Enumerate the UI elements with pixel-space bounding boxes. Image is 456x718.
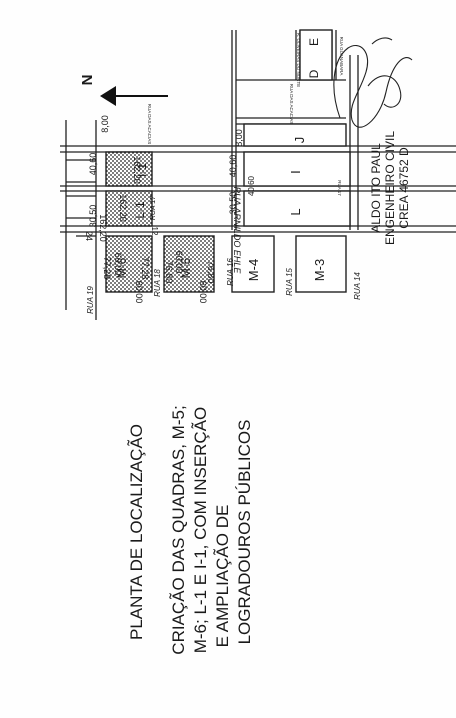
street-rua14: RUA 14 [353,272,362,300]
dim-162-20-c: 162,20 [98,214,108,242]
dim-8-00-top: 8,00 [100,115,110,133]
street-rua15: RUA 15 [285,268,294,296]
block-d-outline [299,29,333,81]
dim-m5-60-b: 60,00 [198,281,208,304]
block-i-outline [243,151,351,187]
title-block: PLANTA DE LOCALIZAÇÃO CRIAÇÃO DAS QUADRA… [127,405,254,654]
dim-40-60-b: 40,60 [228,155,238,178]
street-arnildo: RUA ARNILDO EHLE [232,187,242,275]
engineer-role: ENGENHEIRO CIVIL [383,131,397,245]
dim-m6-77-b: 77,28 [140,257,150,280]
north-arrow: N [79,75,168,106]
block-d-label: D [307,69,321,78]
block-l1-hatch [105,190,153,227]
block-m6-label: M-6 [115,257,129,278]
dim-m6-77-a: 77,28 [102,257,112,280]
block-m4-label: M-4 [246,259,261,281]
dim-m5-76-b: 76,80 [206,261,216,284]
block-i-label: I [288,170,303,174]
street-rua19: RUA 19 [86,286,95,314]
street-labels: RUA 19 RUA 18 RUA 17 RUA 16 RUA 15 RUA 1… [86,33,362,314]
title-line-2: CRIAÇÃO DAS QUADRAS, M-5; [169,405,188,654]
block-m6-hatch [105,235,153,293]
street-guanabara: RUA GUANABARA [339,37,344,76]
dim-30-50-a: 30,50 [88,205,98,228]
dim-40-60-a: 40,60 [88,153,98,176]
dimension-labels: 8,00 8,00 40,60 40,60 40,60 162,20 162,2… [84,115,256,303]
dim-162-20-a: 162,20 [132,156,142,184]
new-blocks-hatched [105,151,215,293]
dim-30-50-b: 30,50 [228,192,238,215]
block-i1-label: I-1 [135,163,149,177]
street-oliveiras: R. OLIVEIRAS DO NORTE [296,33,301,87]
dim-m5-60-a: 60,00 [174,251,184,274]
block-i1-hatch [105,151,153,187]
title-line-3: M-6; L-1 E I-1, COM INSERÇÃO [191,407,210,654]
engineer-registration: CREA 46752 D [397,147,411,229]
dim-12: 12 [150,227,159,236]
dim-8-00-mid: 8,00 [234,129,244,147]
block-m3-outline [295,235,347,293]
existing-blocks [231,29,351,293]
block-l1-label: L-1 [133,201,147,219]
dim-24: 24 [84,231,94,241]
north-label: N [79,75,96,86]
street-rua16: RUA 16 [226,258,235,286]
block-j-label: J [292,137,307,144]
block-labels: M-6 M-5 M-4 M-3 L-1 I-1 L I J D E [115,38,327,281]
engineer-credentials: ALDO ITO PAUL ENGENHEIRO CIVIL CREA 4675… [369,131,411,245]
dim-162-20-b: 162,20 [118,194,128,222]
engineer-name: ALDO ITO PAUL [369,143,383,233]
street-acacias-2: RUA DAS ACACIAS [289,84,294,125]
block-m5-label: M-5 [179,257,193,278]
dim-m6-60-a: 60,00 [113,253,123,276]
title-line-4: E AMPLIAÇÃO DE [213,505,232,648]
block-m5-hatch [163,235,215,293]
street-rua17-b: RUA 17 [337,180,342,196]
dim-40-60-c: 40,60 [247,175,256,196]
title-line-5: LOGRADOUROS PÚBLICOS [235,420,254,645]
block-m4-outline [231,235,275,293]
street-rua18: RUA 18 [153,269,162,297]
block-l-outline [243,190,351,227]
block-l-label: L [288,208,303,215]
block-m3-label: M-3 [312,259,327,281]
dim-m6-60-b: 60,00 [134,281,144,304]
block-e-label: E [307,38,321,46]
dim-m5-76-a: 76,80 [164,261,174,284]
street-acacias-1: RUA DAS ACACIAS [147,104,152,145]
signature-mark [333,37,413,128]
title-line-1: PLANTA DE LOCALIZAÇÃO [127,424,146,640]
street-rua17: RUA 17 [150,195,157,220]
block-j-outline [243,123,347,147]
